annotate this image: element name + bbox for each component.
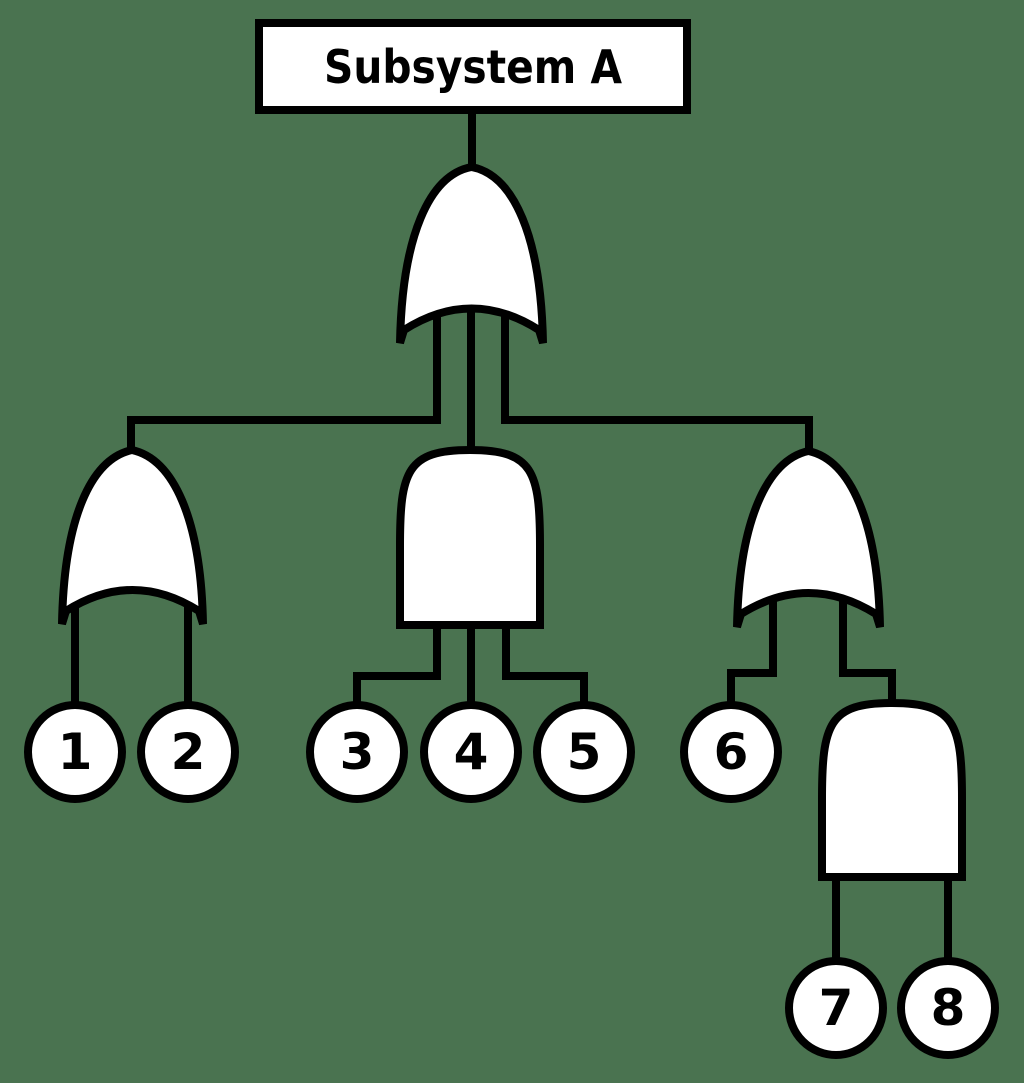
top-event-label: Subsystem A bbox=[324, 40, 622, 94]
basic-event-6-circle bbox=[680, 701, 782, 803]
or-gate-top bbox=[396, 162, 547, 345]
basic-event-7-label: 7 bbox=[819, 979, 854, 1037]
connector-middle-and-to-event-3 bbox=[353, 615, 441, 708]
connector-middle-and-to-event-5 bbox=[502, 615, 588, 708]
connector-right-or-to-event-6 bbox=[727, 555, 777, 708]
basic-event-8-circle bbox=[897, 957, 999, 1059]
basic-event-1-circle bbox=[24, 701, 126, 803]
basic-event-3-label: 3 bbox=[340, 723, 375, 781]
basic-event-5-circle bbox=[533, 701, 635, 803]
basic-event-2-circle bbox=[137, 701, 239, 803]
and-gate-middle bbox=[396, 445, 544, 629]
basic-event-1-label: 1 bbox=[58, 723, 93, 781]
and-gate-bottom-right bbox=[818, 698, 966, 881]
connector-right-or-to-bottom-and-gate bbox=[839, 555, 896, 712]
basic-event-3-circle bbox=[306, 701, 408, 803]
or-gate-left bbox=[58, 445, 207, 626]
basic-event-2-label: 2 bbox=[171, 723, 206, 781]
connectors bbox=[71, 110, 952, 964]
basic-event-7-circle bbox=[785, 957, 887, 1059]
basic-event-4-label: 4 bbox=[454, 723, 489, 781]
basic-event-6-label: 6 bbox=[714, 723, 749, 781]
basic-event-5-label: 5 bbox=[567, 723, 602, 781]
connector-top-or-to-left-or-gate bbox=[127, 295, 441, 458]
or-gate-right bbox=[733, 446, 884, 629]
basic-event-4-circle bbox=[420, 701, 522, 803]
basic-event-8-label: 8 bbox=[931, 979, 966, 1037]
connector-top-or-to-right-or-gate bbox=[501, 295, 813, 458]
top-event-box bbox=[255, 19, 691, 114]
